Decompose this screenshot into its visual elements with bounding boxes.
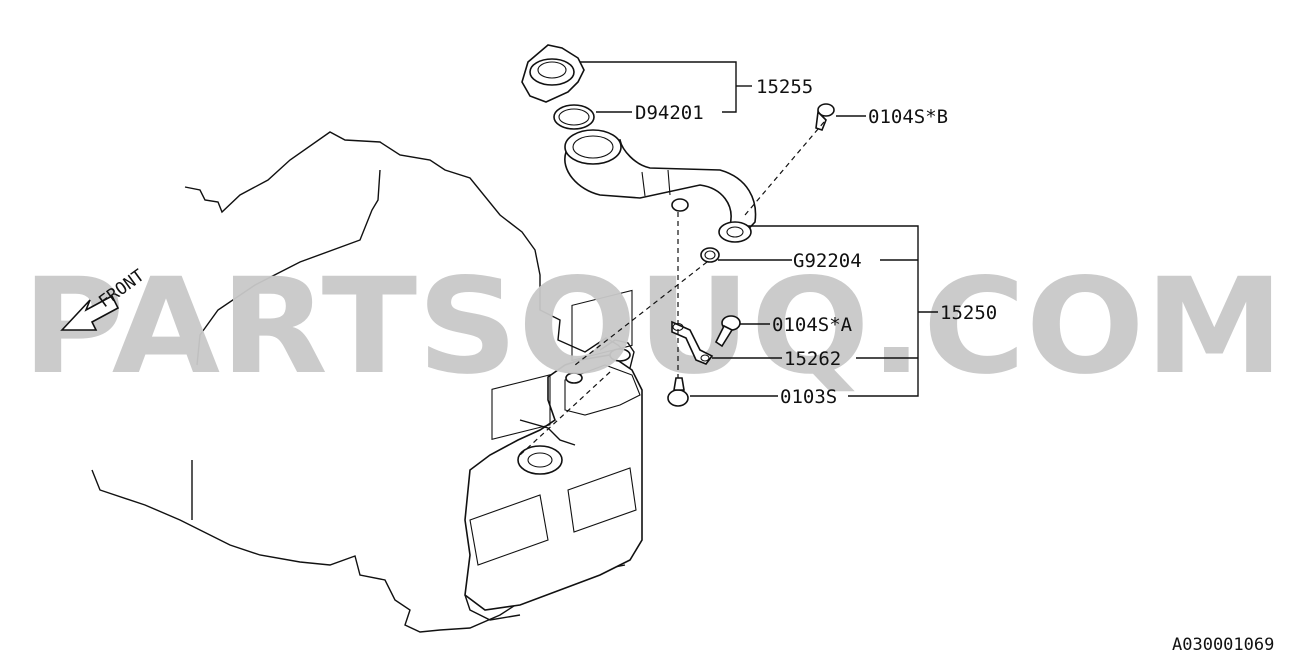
leader-lines	[580, 61, 938, 397]
callout-d94201: D94201	[635, 102, 704, 124]
watermark-text: PARTSOUQ.COM	[22, 250, 1284, 404]
callout-15250: 15250	[940, 302, 997, 324]
callout-0104s-b: 0104S*B	[868, 106, 948, 128]
diagram-id: A030001069	[1172, 635, 1274, 653]
front-arrow-icon	[60, 294, 120, 331]
bolt-0103s	[667, 377, 689, 407]
bolt-b	[815, 103, 835, 131]
callout-g92204: G92204	[793, 250, 862, 272]
callout-0103s: 0103S	[780, 386, 837, 408]
callout-0104s-a: 0104S*A	[772, 314, 853, 336]
callout-15262: 15262	[784, 348, 841, 370]
oil-filler-pipe	[564, 129, 757, 243]
assembly-dashed-lines	[519, 121, 825, 456]
callout-15255: 15255	[756, 76, 813, 98]
bolt-a	[714, 315, 741, 348]
engine-block-outline	[91, 131, 643, 633]
o-ring	[700, 247, 720, 263]
oil-filler-cap	[521, 44, 585, 103]
cap-gasket	[553, 104, 595, 130]
